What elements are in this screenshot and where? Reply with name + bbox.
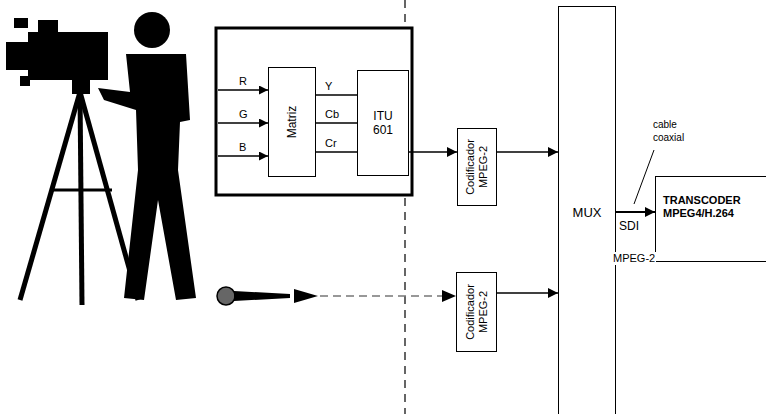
connector	[409, 151, 457, 153]
connector	[616, 211, 655, 213]
connector	[497, 151, 558, 153]
node-label: Matriz	[285, 72, 299, 172]
encoder-box: Codificador MPEG-2	[457, 128, 497, 206]
microphone	[217, 287, 456, 305]
boundary-line	[404, 0, 406, 414]
connector	[316, 122, 357, 124]
free-label: G	[238, 108, 249, 121]
node-label: MUX	[559, 205, 615, 221]
transcoder-box: TRANSCODER MPEG4/H.264	[655, 176, 766, 262]
connector	[316, 151, 357, 153]
free-label: B	[238, 141, 247, 154]
connector	[497, 292, 558, 294]
edge-label: Cr	[324, 137, 338, 150]
node-label: TRANSCODER MPEG4/H.264	[663, 194, 763, 220]
node-label: ITU 601	[371, 109, 396, 137]
free-label: cable coaxial	[652, 118, 702, 144]
edge-label: SDI	[618, 220, 640, 233]
tripod	[20, 92, 138, 305]
encoder-box: Codificador MPEG-2	[456, 272, 497, 352]
leader-line	[634, 150, 654, 204]
connector	[316, 94, 357, 96]
free-label: MPEG-2	[612, 252, 656, 265]
rgb-inputs	[218, 90, 268, 156]
camera-operator	[6, 12, 196, 300]
camera-housing	[216, 28, 412, 195]
edge-label: Y	[324, 80, 333, 93]
node-label: Codificador MPEG-2	[464, 132, 490, 202]
mux-box: MUX	[558, 6, 616, 414]
edge-label: Cb	[324, 108, 340, 121]
matrix-box: Matriz	[268, 67, 316, 177]
node-label: Codificador MPEG-2	[464, 277, 490, 347]
itu-box: ITU 601	[357, 70, 409, 176]
free-label: R	[238, 75, 248, 88]
